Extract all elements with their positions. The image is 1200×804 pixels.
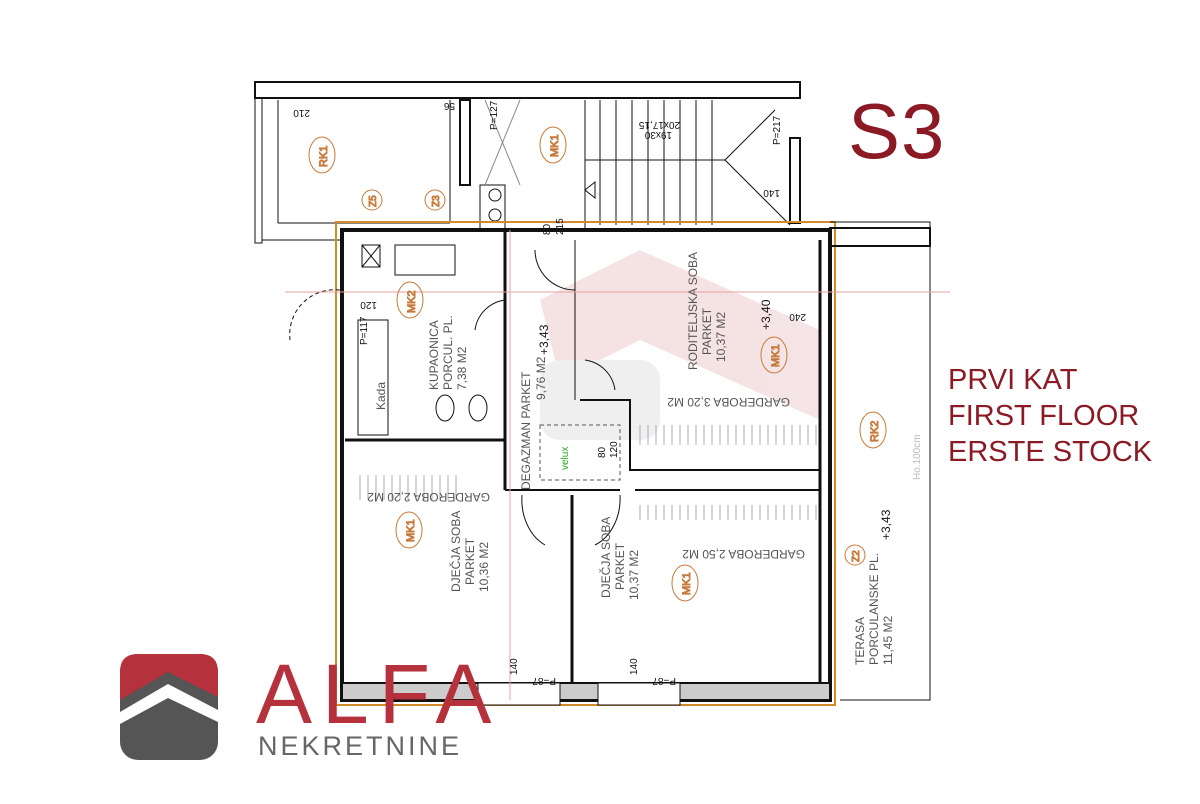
svg-text:GARDEROBA 2,20 M2: GARDEROBA 2,20 M2: [367, 490, 490, 504]
svg-text:TERASA: TERASA: [853, 617, 867, 665]
floor-label-en: FIRST FLOOR: [948, 400, 1140, 432]
svg-text:Ho.100cm: Ho.100cm: [912, 434, 923, 480]
svg-text:MK2: MK2: [406, 290, 418, 313]
svg-text:PORCULANSKE PL.: PORCULANSKE PL.: [867, 553, 881, 665]
room-labels: KUPAONICA PORCUL. PL. 7,38 M2 Kada DEGAZ…: [367, 252, 923, 665]
svg-text:9,76 M2: 9,76 M2: [534, 356, 548, 400]
svg-text:56: 56: [443, 100, 455, 111]
svg-text:19x30: 19x30: [644, 129, 672, 140]
svg-text:210: 210: [293, 107, 310, 118]
svg-text:MK1: MK1: [681, 572, 693, 595]
svg-text:PARKET: PARKET: [700, 307, 714, 355]
svg-text:velux: velux: [560, 447, 571, 470]
floor-label-hr: PRVI KAT: [948, 364, 1078, 396]
svg-text:+3,43: +3,43: [537, 324, 551, 355]
svg-text:GARDEROBA 2,50 M2: GARDEROBA 2,50 M2: [682, 547, 805, 561]
svg-text:MK1: MK1: [549, 134, 561, 157]
svg-text:20x17,15: 20x17,15: [638, 119, 680, 130]
svg-text:10,36 M2: 10,36 M2: [477, 542, 491, 592]
svg-text:DJEČJA SOBA: DJEČJA SOBA: [448, 511, 463, 592]
upper-balcony: [254, 81, 801, 244]
svg-text:RODITELJSKA SOBA: RODITELJSKA SOBA: [686, 252, 700, 370]
main-walls: [285, 221, 950, 706]
svg-text:120: 120: [360, 299, 377, 310]
svg-text:DJEČJA SOBA: DJEČJA SOBA: [598, 517, 613, 598]
svg-text:DEGAZMAN PARKET: DEGAZMAN PARKET: [519, 371, 533, 490]
svg-text:MK1: MK1: [770, 344, 782, 367]
staircase: [584, 100, 801, 228]
svg-text:PORCUL. PL.: PORCUL. PL.: [441, 315, 455, 390]
svg-text:140: 140: [763, 187, 780, 198]
brand-name: ALFA: [256, 647, 502, 741]
tags: RK1 MK1 MK2 MK1 MK1 MK1 RK2 Z5 Z3 Z2: [308, 126, 887, 602]
brand-logo-icon: [120, 654, 218, 760]
svg-text:Kada: Kada: [374, 382, 388, 410]
svg-text:MK1: MK1: [405, 519, 417, 542]
floor-label: PRVI KAT FIRST FLOOR ERSTE STOCK: [948, 362, 1152, 470]
svg-text:11,45 M2: 11,45 M2: [881, 616, 895, 665]
svg-text:80: 80: [597, 446, 608, 458]
svg-text:140: 140: [629, 658, 640, 675]
svg-text:GARDEROBA 3,20 M2: GARDEROBA 3,20 M2: [667, 395, 790, 409]
svg-text:7,38 M2: 7,38 M2: [455, 346, 469, 390]
floor-label-de: ERSTE STOCK: [948, 436, 1153, 468]
svg-text:P=117: P=117: [359, 316, 370, 345]
svg-text:+3,43: +3,43: [879, 509, 893, 540]
svg-text:120: 120: [609, 441, 620, 458]
svg-text:P=217: P=217: [772, 115, 783, 145]
svg-text:80: 80: [542, 223, 553, 235]
svg-text:240: 240: [789, 311, 806, 322]
svg-text:KUPAONICA: KUPAONICA: [427, 320, 441, 390]
svg-text:RK2: RK2: [869, 421, 881, 442]
brand-tagline: NEKRETNINE: [258, 731, 463, 761]
svg-text:RK1: RK1: [318, 146, 330, 167]
svg-text:P=87: P=87: [652, 675, 676, 686]
svg-text:Z5: Z5: [368, 195, 379, 207]
svg-text:10,37 M2: 10,37 M2: [714, 312, 728, 362]
svg-text:10,37 M2: 10,37 M2: [627, 550, 641, 600]
svg-text:PARKET: PARKET: [613, 542, 627, 590]
annotations: +3,43 +3,40 +3,43 210 56 20x17,15 19x30 …: [293, 100, 893, 686]
svg-text:+3,40: +3,40: [759, 299, 773, 330]
svg-text:PARKET: PARKET: [463, 537, 477, 585]
svg-text:Z2: Z2: [851, 550, 862, 562]
svg-text:Z3: Z3: [431, 195, 442, 207]
svg-text:215: 215: [555, 218, 566, 235]
svg-text:P=87: P=87: [532, 675, 556, 686]
svg-text:P=127: P=127: [489, 100, 500, 130]
plan-code: S3: [848, 87, 946, 175]
svg-text:140: 140: [509, 658, 520, 675]
